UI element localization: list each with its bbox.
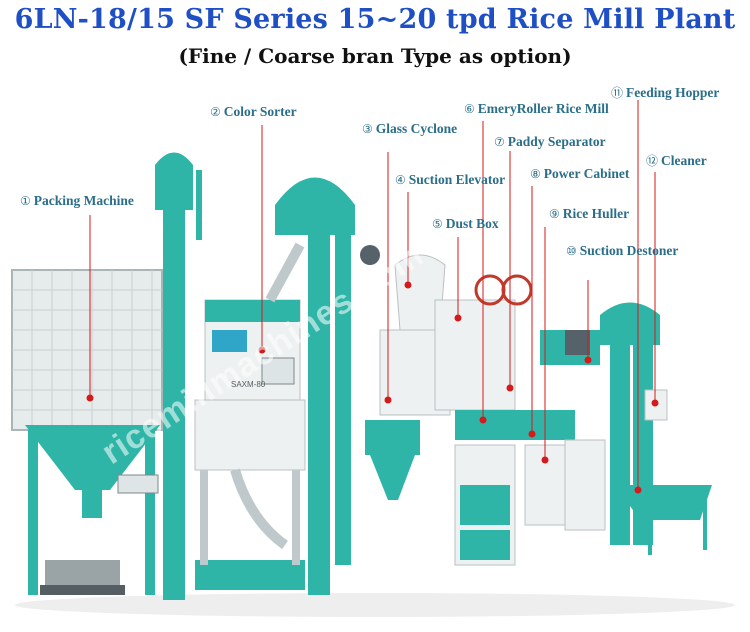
rice-mill-tower-drawing [434, 274, 606, 566]
bucket-elevator-drawing [155, 152, 202, 600]
diagram-title: 6LN-18/15 SF Series 15~20 tpd Rice Mill … [14, 4, 736, 35]
feeding-hopper-drawing [600, 302, 712, 555]
leader-lines [86, 100, 659, 494]
color-sorter-drawing [194, 299, 306, 590]
packing-machine-drawing [11, 269, 163, 595]
diagram-subtitle: (Fine / Coarse bran Type as option) [178, 44, 572, 68]
suction-elevator-drawing [265, 177, 380, 595]
